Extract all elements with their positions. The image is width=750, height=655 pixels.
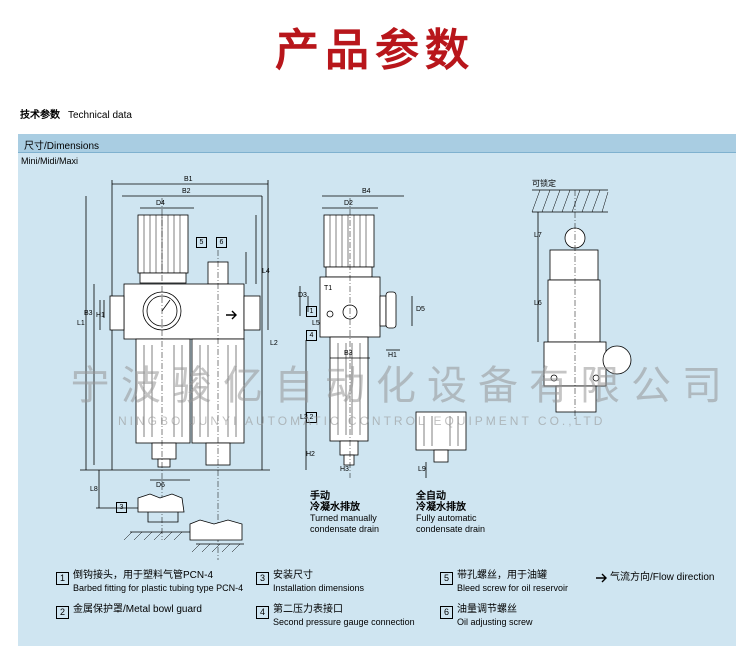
dim-h1-mid: H1 <box>388 352 397 359</box>
watermark-cn: 宁波骏亿自动化设备有限公司 <box>70 363 733 409</box>
dim-b2: B2 <box>182 188 191 195</box>
dim-h3: H3 <box>340 466 349 473</box>
legend-cn-2: 金属保护罩/Metal bowl guard <box>73 604 202 615</box>
dimensions-bar <box>18 134 736 153</box>
dim-h1-left: H1 <box>96 312 105 319</box>
legend-num-6: 6 <box>440 606 453 619</box>
page-title: 产品参数 <box>275 25 475 76</box>
auto-drain-cn1: 全自动 <box>416 491 446 502</box>
dim-l9: L9 <box>418 466 426 473</box>
lockable-label: 可锁定 <box>532 179 556 188</box>
dim-d4: D4 <box>156 200 165 207</box>
manual-drain-cn1: 手动 <box>310 491 330 502</box>
manual-drain-en1: Turned manually <box>310 513 377 523</box>
technical-data-heading: 技术参数 Technical data <box>20 106 132 121</box>
dim-b3-mid: B3 <box>344 350 353 357</box>
dim-l3: L3 <box>300 414 308 421</box>
legend-item-6: 6 油量调节螺丝 Oil adjusting screw <box>440 604 590 630</box>
legend-num-3: 3 <box>256 572 269 585</box>
dim-d3: D3 <box>298 292 307 299</box>
legend-en-3: Installation dimensions <box>273 583 365 593</box>
legend-cn-1: 倒钩接头，用于塑料气管PCN-4 <box>73 570 214 581</box>
callout-5: 5 <box>196 237 207 248</box>
manual-drain-en2: condensate drain <box>310 524 380 534</box>
legend-cn-5: 带孔螺丝，用于油罐 <box>457 570 547 581</box>
dim-d6: D6 <box>156 482 165 489</box>
manual-drain-caption: 手动 冷凝水排放 Turned manually condensate drai… <box>310 491 379 535</box>
auto-drain-cn2: 冷凝水排放 <box>416 502 466 513</box>
callout-4: 4 <box>306 330 317 341</box>
legend-en-4: Second pressure gauge connection <box>273 617 415 627</box>
technical-data-cn: 技术参数 <box>20 110 60 121</box>
dim-l7: L7 <box>534 232 542 239</box>
legend-cn-6: 油量调节螺丝 <box>457 604 517 615</box>
callout-1: 1 <box>306 306 317 317</box>
dim-l8: L8 <box>90 486 98 493</box>
legend-item-5: 5 带孔螺丝，用于油罐 Bleed screw for oil reservoi… <box>440 570 590 596</box>
callout-6: 6 <box>216 237 227 248</box>
dim-d2: D2 <box>344 200 353 207</box>
legend-cn-3: 安装尺寸 <box>273 570 313 581</box>
watermark-en: NINGBO JUNYI AUTOMATIC CONTROL EQUIPMENT… <box>118 414 606 428</box>
technical-data-en: Technical data <box>68 110 132 121</box>
legend-item-2: 2 金属保护罩/Metal bowl guard <box>56 604 246 630</box>
callout-3: 3 <box>116 502 127 513</box>
legend-num-4: 4 <box>256 606 269 619</box>
auto-drain-en1: Fully automatic <box>416 513 477 523</box>
legend-cn-4: 第二压力表接口 <box>273 604 343 615</box>
variant-label: Mini/Midi/Maxi <box>21 156 79 166</box>
dimensions-label: 尺寸/Dimensions <box>24 141 100 152</box>
legend-num-2: 2 <box>56 606 69 619</box>
legend-num-5: 5 <box>440 572 453 585</box>
dim-l1: L1 <box>77 320 85 327</box>
dim-h2: H2 <box>306 451 315 458</box>
legend-item-3: 3 安装尺寸 Installation dimensions <box>256 570 426 596</box>
legend-item-1: 1 倒钩接头，用于塑料气管PCN-4 Barbed fitting for pl… <box>56 570 246 596</box>
legend-en-5: Bleed screw for oil reservoir <box>457 583 569 593</box>
auto-drain-caption: 全自动 冷凝水排放 Fully automatic condensate dra… <box>416 491 485 535</box>
flow-direction-label: 气流方向/Flow direction <box>610 572 715 583</box>
dim-l5: L5 <box>312 320 320 327</box>
manual-drain-cn2: 冷凝水排放 <box>310 502 360 513</box>
legend-num-1: 1 <box>56 572 69 585</box>
dim-l6: L6 <box>534 300 542 307</box>
dim-t1: T1 <box>324 285 333 292</box>
dim-b4: B4 <box>362 188 371 195</box>
auto-drain-en2: condensate drain <box>416 524 486 534</box>
legend-item-4: 4 第二压力表接口 Second pressure gauge connecti… <box>256 604 426 630</box>
legend-en-6: Oil adjusting screw <box>457 617 533 627</box>
dim-d5: D5 <box>416 306 425 313</box>
dim-b1: B1 <box>184 176 193 183</box>
legend-en-1: Barbed fitting for plastic tubing type P… <box>73 583 244 593</box>
callout-2: 2 <box>306 412 317 423</box>
dim-l2: L2 <box>270 340 278 347</box>
arrow-right-icon <box>596 573 607 583</box>
dim-b3-left: B3 <box>84 310 93 317</box>
dim-l4: L4 <box>262 268 270 275</box>
